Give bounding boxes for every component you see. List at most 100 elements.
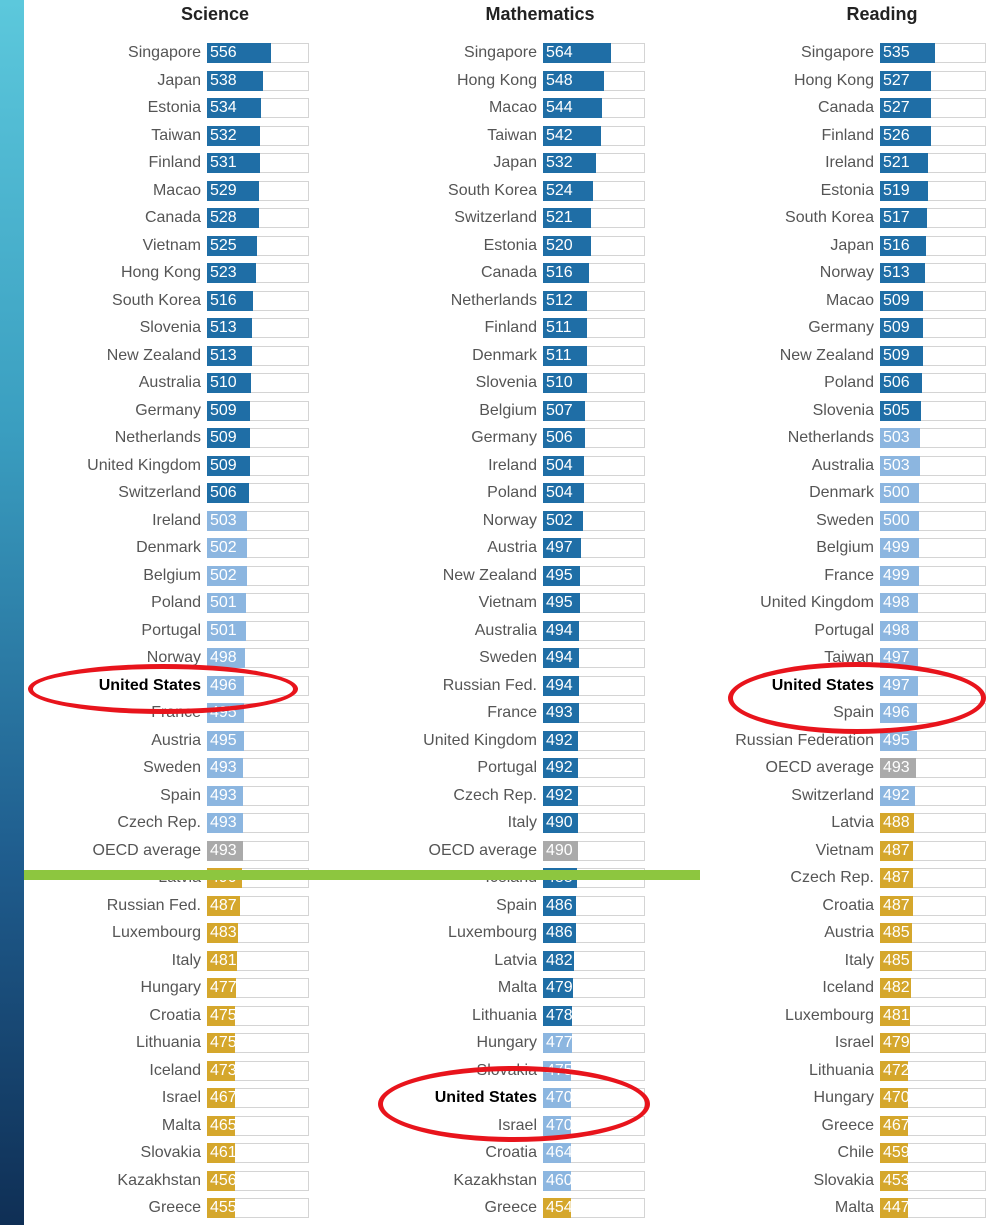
- reading-country-label: Singapore: [801, 44, 874, 61]
- reading-value-label: 499: [883, 566, 910, 584]
- mathematics-value-label: 506: [546, 429, 573, 446]
- reading-country-label: Macao: [825, 291, 874, 309]
- science-country-label: Sweden: [143, 759, 201, 776]
- science-country-label: Macao: [152, 181, 201, 199]
- mathematics-value-label: 482: [546, 951, 573, 969]
- mathematics-bar: [543, 43, 611, 63]
- science-value-label: 502: [210, 539, 237, 556]
- science-country-label: Hong Kong: [120, 264, 201, 281]
- mathematics-value-label: 493: [546, 704, 573, 721]
- mathematics-country-label: Malta: [497, 979, 537, 996]
- science-bar: [207, 648, 246, 668]
- science-country-label: Estonia: [147, 99, 201, 116]
- mathematics-bar: [543, 400, 586, 421]
- mathematics-country-label: Latvia: [494, 951, 537, 969]
- science-value-label: 502: [210, 566, 237, 584]
- mathematics-bar: [543, 675, 580, 696]
- math-us-highlight-ring: [378, 1066, 650, 1142]
- science-bar: [207, 1198, 235, 1218]
- reading-value-label: 505: [883, 401, 910, 419]
- reading-country-label: Austria: [824, 924, 874, 941]
- reading-value-label: 479: [883, 1034, 910, 1051]
- reading-bar: [880, 318, 924, 338]
- science-country-label: Finland: [148, 154, 201, 171]
- reading-country-label: Norway: [819, 264, 874, 281]
- science-value-label: 477: [210, 979, 237, 996]
- science-value-label: 487: [210, 896, 237, 914]
- mathematics-country-label: Poland: [487, 484, 537, 501]
- science-value-label: 483: [210, 924, 237, 941]
- reading-country-label: Hong Kong: [793, 71, 874, 89]
- science-bar: [207, 98, 262, 118]
- mathematics-bar: [543, 153, 597, 173]
- mathematics-value-label: 497: [546, 539, 573, 556]
- reading-bar: [880, 538, 919, 558]
- mathematics-value-label: 454: [546, 1199, 573, 1216]
- mathematics-value-label: 544: [546, 99, 573, 116]
- reading-bar: [880, 43, 935, 63]
- reading-country-label: Croatia: [822, 896, 874, 914]
- science-value-label: 493: [210, 759, 237, 776]
- science-bar: [207, 813, 243, 833]
- mathematics-country-label: Estonia: [483, 236, 537, 254]
- science-value-label: 534: [210, 99, 237, 116]
- mathematics-value-label: 542: [546, 126, 573, 144]
- reading-country-label: Ireland: [825, 154, 874, 171]
- mathematics-value-label: 524: [546, 181, 573, 199]
- science-country-label: Israel: [161, 1089, 201, 1106]
- mathematics-bar: [543, 235, 591, 256]
- science-country-label: Hungary: [140, 979, 201, 996]
- reading-country-label: Belgium: [816, 539, 874, 556]
- science-value-label: 495: [210, 731, 237, 749]
- mathematics-country-label: Spain: [496, 896, 537, 914]
- mathematics-value-label: 486: [546, 924, 573, 941]
- reading-country-label: Australia: [811, 456, 874, 474]
- science-value-label: 473: [210, 1061, 237, 1079]
- science-bar: [207, 978, 236, 998]
- reading-value-label: 509: [883, 291, 910, 309]
- mathematics-value-label: 460: [546, 1171, 573, 1189]
- mathematics-value-label: 511: [546, 346, 572, 364]
- science-country-label: Belgium: [143, 566, 201, 584]
- mathematics-value-label: 477: [546, 1034, 573, 1051]
- mathematics-bar: [543, 1198, 571, 1218]
- reading-bar: [880, 428, 921, 448]
- reading-value-label: 497: [883, 649, 910, 666]
- reading-country-label: Portugal: [814, 621, 874, 639]
- science-bar: [207, 483, 249, 503]
- mathematics-value-label: 490: [546, 841, 573, 859]
- science-value-label: 538: [210, 71, 237, 89]
- science-country-label: Portugal: [141, 621, 201, 639]
- science-value-label: 513: [210, 319, 237, 336]
- reading-value-label: 498: [883, 594, 910, 611]
- mathematics-country-label: Russian Fed.: [442, 676, 537, 694]
- mathematics-bar: [543, 345, 587, 366]
- science-bar: [207, 1060, 235, 1081]
- mathematics-country-label: OECD average: [428, 841, 538, 859]
- science-value-label: 513: [210, 346, 237, 364]
- reading-value-label: 527: [883, 71, 910, 89]
- mathematics-country-label: Hong Kong: [456, 71, 537, 89]
- mathematics-value-label: 494: [546, 676, 573, 694]
- science-country-label: Norway: [146, 649, 201, 666]
- science-bar: [207, 730, 244, 751]
- science-bar: [207, 345, 252, 366]
- science-country-label: Japan: [157, 71, 201, 89]
- mathematics-value-label: 548: [546, 71, 573, 89]
- science-value-label: 475: [210, 1006, 237, 1024]
- science-bar: [207, 923, 239, 943]
- mathematics-value-label: 490: [546, 814, 573, 831]
- mathematics-country-label: Vietnam: [478, 594, 537, 611]
- reading-bar: [880, 730, 917, 751]
- reading-bar: [880, 153, 929, 173]
- mathematics-value-label: 486: [546, 896, 573, 914]
- mathematics-bar: [543, 703, 579, 723]
- mathematics-country-label: Portugal: [477, 759, 537, 776]
- mathematics-value-label: 520: [546, 236, 573, 254]
- reading-value-label: 513: [883, 264, 910, 281]
- reading-bar: [880, 978, 911, 998]
- mathematics-bar: [543, 840, 578, 861]
- science-country-label: Vietnam: [142, 236, 201, 254]
- reading-country-label: Israel: [834, 1034, 874, 1051]
